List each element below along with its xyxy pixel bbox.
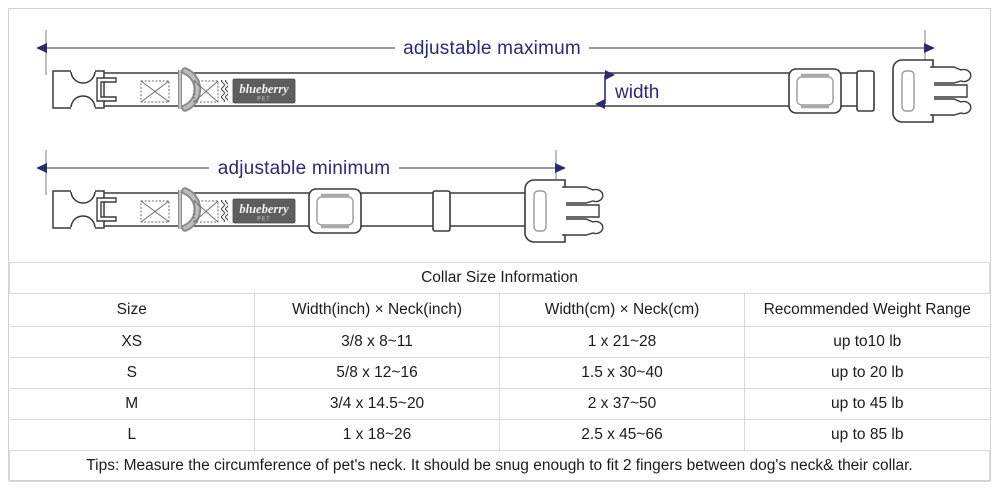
zigzag-stitch-max bbox=[221, 80, 228, 102]
brand-name-min: blueberry bbox=[239, 202, 289, 216]
brand-name-max: blueberry bbox=[239, 82, 289, 96]
buckle-female-min bbox=[52, 179, 117, 240]
collar-min-group: adjustable minimum bbox=[36, 150, 604, 243]
buckle-male-max bbox=[892, 59, 972, 123]
brand-label-min: blueberry PET bbox=[232, 198, 296, 224]
table-row: XS 3/8 x 8~11 1 x 21~28 up to10 lb bbox=[9, 326, 990, 358]
stitch-box-2-min bbox=[193, 200, 219, 223]
table-row: S 5/8 x 12~16 1.5 x 30~40 up to 20 lb bbox=[9, 357, 990, 389]
max-dimension-label: adjustable maximum bbox=[403, 38, 581, 59]
cell-weight: up to 45 lb bbox=[744, 388, 990, 420]
collar-size-table: Collar Size Information Size Width(inch)… bbox=[9, 262, 990, 482]
cell-inch: 3/4 x 14.5~20 bbox=[254, 388, 500, 420]
column-header-size: Size bbox=[9, 293, 255, 327]
column-header-weight: Recommended Weight Range bbox=[744, 293, 990, 327]
cell-size: XS bbox=[9, 326, 255, 358]
cell-weight: up to 85 lb bbox=[744, 419, 990, 451]
collar-max-group: adjustable maximum bbox=[36, 30, 972, 123]
slider-max bbox=[788, 68, 842, 114]
table-tips-row: Tips: Measure the circumference of pet's… bbox=[9, 450, 990, 482]
width-label: width bbox=[614, 82, 659, 103]
cell-weight: up to10 lb bbox=[744, 326, 990, 358]
cell-size: L bbox=[9, 419, 255, 451]
cell-cm: 2 x 37~50 bbox=[499, 388, 745, 420]
table-title: Collar Size Information bbox=[9, 262, 990, 294]
collar-diagram-svg: adjustable maximum bbox=[36, 30, 972, 243]
cell-inch: 3/8 x 8~11 bbox=[254, 326, 500, 358]
cell-weight: up to 20 lb bbox=[744, 357, 990, 389]
brand-sub-min: PET bbox=[257, 217, 270, 223]
cell-cm: 2.5 x 45~66 bbox=[499, 419, 745, 451]
cell-cm: 1 x 21~28 bbox=[499, 326, 745, 358]
buckle-male-min bbox=[524, 179, 604, 243]
table-title-row: Collar Size Information bbox=[9, 262, 990, 294]
d-ring-max bbox=[178, 67, 202, 112]
d-ring-min bbox=[178, 187, 202, 232]
min-dimension-label: adjustable minimum bbox=[218, 158, 391, 179]
stitch-box-1-max bbox=[140, 80, 170, 103]
stitch-box-2-max bbox=[193, 80, 219, 103]
cell-size: M bbox=[9, 388, 255, 420]
zigzag-stitch-min bbox=[221, 200, 228, 222]
brand-label-max: blueberry PET bbox=[232, 78, 296, 104]
cell-cm: 1.5 x 30~40 bbox=[499, 357, 745, 389]
stitch-box-1-min bbox=[140, 200, 170, 223]
table-header-row: Size Width(inch) × Neck(inch) Width(cm) … bbox=[9, 293, 990, 327]
table-tips: Tips: Measure the circumference of pet's… bbox=[9, 450, 990, 482]
brand-sub-max: PET bbox=[257, 97, 270, 103]
cell-inch: 1 x 18~26 bbox=[254, 419, 500, 451]
buckle-female-max bbox=[52, 59, 117, 120]
table-row: M 3/4 x 14.5~20 2 x 37~50 up to 45 lb bbox=[9, 388, 990, 420]
collar-diagram: adjustable maximum bbox=[9, 9, 990, 261]
table-row: L 1 x 18~26 2.5 x 45~66 up to 85 lb bbox=[9, 419, 990, 451]
column-header-cm: Width(cm) × Neck(cm) bbox=[499, 293, 745, 327]
keeper-loop-min bbox=[432, 190, 451, 232]
keeper-loop-max bbox=[856, 70, 875, 112]
cell-inch: 5/8 x 12~16 bbox=[254, 357, 500, 389]
column-header-inch: Width(inch) × Neck(inch) bbox=[254, 293, 500, 327]
collar-size-table-section: Collar Size Information Size Width(inch)… bbox=[9, 262, 990, 482]
cell-size: S bbox=[9, 357, 255, 389]
strap-max bbox=[100, 72, 872, 107]
slider-min bbox=[308, 188, 362, 234]
